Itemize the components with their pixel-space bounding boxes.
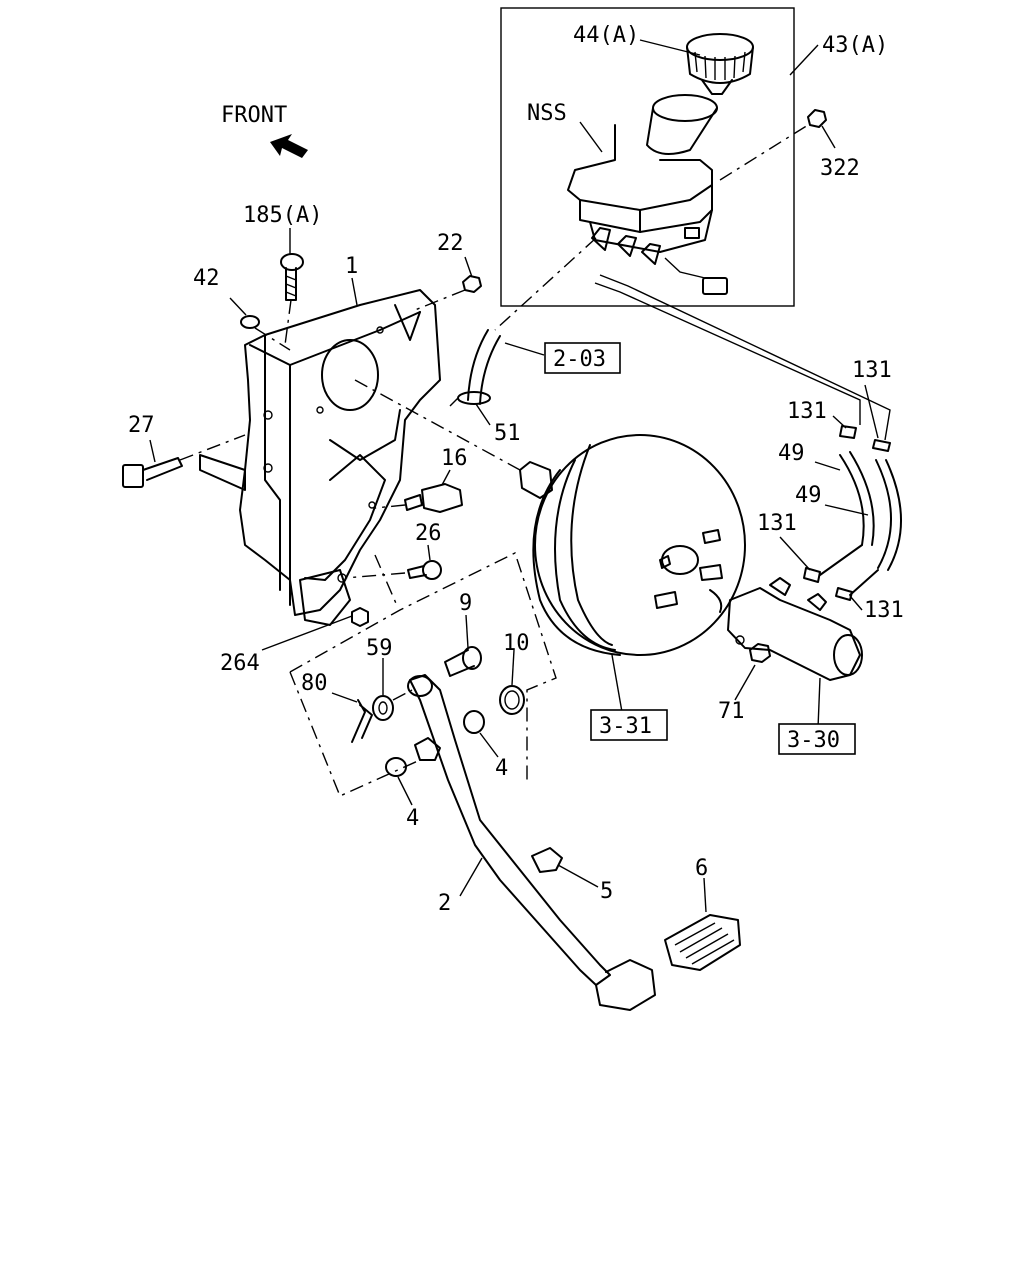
washer-42 (240, 315, 260, 329)
callout-1: 1 (345, 254, 358, 279)
callout-4-right: 4 (495, 756, 508, 781)
callout-27: 27 (128, 413, 155, 438)
reference-box-3-31 (590, 709, 668, 741)
callout-5: 5 (600, 879, 613, 904)
reference-box-2-03 (544, 342, 621, 374)
clip-131-top-left (839, 425, 857, 439)
callout-16: 16 (441, 446, 468, 471)
switch-16 (404, 483, 463, 513)
callout-49-lower: 49 (795, 483, 822, 508)
brake-booster (519, 434, 746, 656)
callout-80: 80 (301, 671, 328, 696)
pedal-subassembly-frame (289, 552, 557, 797)
callout-9: 9 (459, 591, 472, 616)
callout-131-top-right: 131 (852, 358, 892, 383)
nut-22 (462, 275, 482, 293)
front-arrow-icon (270, 134, 308, 158)
nut-322 (807, 109, 827, 128)
callout-131-low: 131 (864, 598, 904, 623)
nut-264 (351, 607, 369, 627)
callout-42: 42 (193, 266, 220, 291)
callout-44a: 44(A) (573, 23, 639, 48)
callout-nss: NSS (527, 101, 567, 126)
clip-131-mid (803, 567, 821, 583)
callout-49-upper: 49 (778, 441, 805, 466)
callout-131-mid: 131 (757, 511, 797, 536)
bolt-27 (122, 457, 183, 488)
callout-131-top-left: 131 (787, 399, 827, 424)
bolt-26 (407, 560, 442, 580)
callout-185a: 185(A) (243, 203, 322, 228)
pedal-pad (664, 914, 741, 971)
bolt-185a (280, 253, 304, 301)
clutch-pedal-arm (407, 674, 656, 1011)
reservoir-brake-pipe (594, 282, 861, 425)
master-cylinder (709, 577, 863, 681)
reservoir-cap (686, 33, 754, 95)
callout-59: 59 (366, 636, 393, 661)
callout-6: 6 (695, 856, 708, 881)
callout-264: 264 (220, 651, 260, 676)
washer-59 (372, 695, 394, 721)
bushing-4-upper (463, 710, 485, 734)
callout-51: 51 (494, 421, 521, 446)
callout-2: 2 (438, 891, 451, 916)
callout-322: 322 (820, 156, 860, 181)
clip-131-top-right (872, 439, 891, 452)
callout-71: 71 (718, 699, 745, 724)
front-label: FRONT (221, 103, 287, 128)
callout-43a: 43(A) (822, 33, 888, 58)
reservoir-tank (567, 94, 728, 295)
callout-2-03: 2-03 (553, 347, 606, 372)
return-spring-10 (499, 685, 525, 715)
nut-71 (749, 643, 771, 663)
pivot-pin-9 (444, 646, 482, 677)
pedal-bracket (199, 289, 441, 626)
callout-3-30: 3-30 (787, 728, 840, 753)
callout-26: 26 (415, 521, 442, 546)
callout-3-31: 3-31 (599, 714, 652, 739)
callout-10: 10 (503, 631, 530, 656)
hose-49-left (839, 451, 875, 546)
callout-22: 22 (437, 231, 464, 256)
hose-clamp-51 (457, 391, 491, 405)
reservoir-inset-frame (500, 7, 795, 307)
callout-4-left: 4 (406, 806, 419, 831)
clip-131-low (835, 587, 853, 601)
leader-lines (149, 39, 879, 913)
hose-49-right (875, 459, 902, 571)
stopper-5 (531, 847, 563, 873)
cotter-pin-80 (351, 699, 373, 743)
reference-box-3-30 (778, 723, 856, 755)
